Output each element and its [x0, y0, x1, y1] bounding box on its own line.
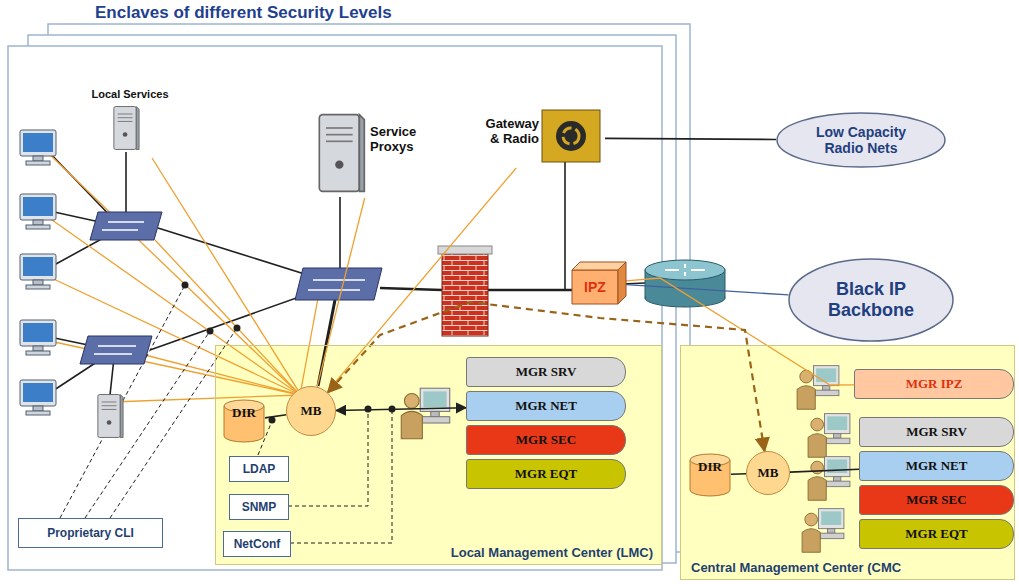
network-cloud: Black IP Backbone [788, 258, 954, 342]
connector [605, 138, 776, 139]
management-wires [45, 150, 318, 402]
enclave-panels [8, 24, 690, 570]
directory-store: DIR [689, 453, 731, 497]
crypto-device: IPZ [572, 262, 626, 304]
node-label: MB [301, 403, 322, 419]
management-center: Local Management Center (LMC) DIR MB MGR SR… [215, 345, 662, 565]
cli-leaders [60, 285, 392, 543]
network-cloud: Low Capacity Radio Nets [776, 112, 946, 168]
protocol-box: NetConf [223, 531, 291, 557]
node-label: Low Capacity Radio Nets [798, 124, 924, 156]
node-label: MGR NET [906, 458, 968, 474]
diagram-title: Enclaves of different Security Levels [95, 3, 392, 23]
management-center: Central Management Center (CMC MGR IPZ MGR… [680, 345, 1015, 580]
management-bus: MB [286, 386, 336, 436]
connector [317, 198, 365, 387]
manager-box: MGR SEC [466, 425, 626, 455]
management-bus: MB [746, 451, 790, 495]
manager-box: MGR IPZ [854, 369, 1014, 399]
node-label: MB [758, 465, 779, 481]
server-icon [114, 107, 139, 150]
gateway-icon [542, 110, 600, 162]
node-label: MGR NET [515, 398, 577, 414]
node-label: MGR SEC [906, 492, 966, 508]
firewall-icon [438, 246, 492, 336]
connector [790, 469, 859, 472]
node-label: IPZ [584, 279, 606, 295]
connector [731, 473, 746, 475]
server-icon [319, 115, 364, 192]
protocol-box: LDAP [229, 456, 289, 482]
server-node: Service Proxys [312, 108, 440, 198]
manager-box: MGR SRV [859, 417, 1014, 447]
node-label: DIR [223, 405, 265, 421]
center-label: Local Management Center (LMC) [451, 545, 653, 560]
switches [80, 212, 382, 364]
node-label: MGR EQT [515, 466, 577, 482]
computers [20, 130, 123, 437]
node-label: Local Services [91, 88, 168, 158]
manager-box: MGR EQT [466, 459, 626, 489]
manager-box: MGR SEC [859, 485, 1014, 515]
node-label: Proprietary CLI [47, 526, 134, 540]
connector [626, 285, 789, 295]
node-label: Black IP Backbone [812, 279, 930, 321]
manager-box: MGR NET [466, 391, 626, 421]
manager-box: MGR NET [859, 451, 1014, 481]
node-label: MGR EQT [905, 526, 967, 542]
node-label: Gateway & Radio [478, 116, 539, 146]
node-label: DIR [689, 459, 731, 475]
cmc-ground [680, 345, 1015, 580]
node-label: MGR SEC [516, 432, 576, 448]
node-label: MGR IPZ [906, 376, 963, 392]
protocol-box: Proprietary CLI [18, 518, 163, 548]
node-label: MGR SRV [516, 364, 577, 380]
center-label: Central Management Center (CMC [691, 560, 901, 575]
protocol-box: SNMP [229, 494, 289, 520]
directory-store: DIR [223, 399, 265, 443]
manager-box: MGR EQT [859, 519, 1014, 549]
gateway-node: Gateway & Radio [478, 108, 605, 168]
connector [152, 158, 298, 390]
node-label: NetConf [234, 537, 281, 551]
manager-box: MGR SRV [466, 357, 626, 387]
connector [336, 408, 466, 411]
server-node: Local Services [80, 88, 180, 158]
operator-workstations [401, 366, 850, 553]
router-icon [645, 260, 725, 307]
node-label: LDAP [243, 462, 276, 476]
node-label: MGR SRV [906, 424, 967, 440]
connector [265, 415, 286, 418]
node-label: SNMP [242, 500, 277, 514]
node-label: Service Proxys [370, 124, 440, 154]
